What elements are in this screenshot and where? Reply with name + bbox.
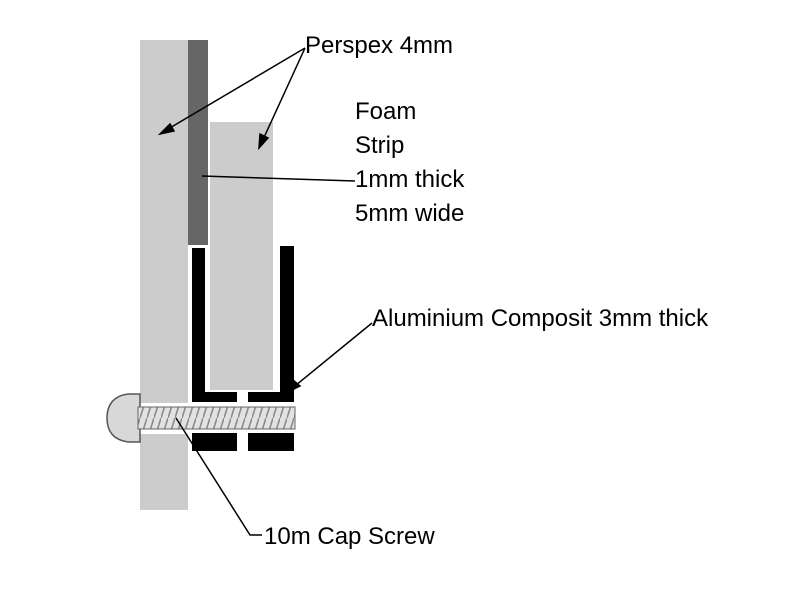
perspex-label: Perspex 4mm — [305, 32, 453, 59]
foam-label-line-3: 1mm thick — [355, 166, 465, 193]
foam-strip — [188, 40, 208, 245]
foam-label-line-4: 5mm wide — [355, 200, 464, 227]
foam-label-line-1: Foam — [355, 98, 416, 125]
perspex-leader-left — [162, 47, 306, 133]
channel-nut-right — [248, 433, 294, 451]
perspex-arrowhead-left — [157, 122, 176, 136]
perspex-panel-left-upper — [140, 40, 188, 403]
perspex-arrowhead-right — [258, 132, 270, 151]
perspex-panel-left-lower — [140, 434, 188, 510]
screw-head — [106, 393, 141, 443]
aluminium-leader — [289, 322, 373, 391]
channel-base-right — [248, 392, 294, 402]
channel-nut-left — [192, 433, 237, 451]
foam-label-line-2: Strip — [355, 132, 404, 159]
channel-base-left — [192, 392, 237, 402]
channel-right-wall — [280, 246, 294, 394]
aluminium-arrowhead — [286, 378, 302, 394]
aluminium-channel — [192, 246, 294, 451]
leader-lines — [157, 47, 373, 536]
screw-label: 10m Cap Screw — [264, 523, 435, 550]
foam-leader — [201, 175, 356, 182]
channel-left-wall — [192, 248, 205, 394]
screw-leader — [175, 417, 262, 536]
cap-screw — [106, 393, 296, 443]
screw-shank — [137, 406, 296, 430]
perspex-panel-right — [210, 122, 273, 390]
perspex-leader-right — [260, 47, 306, 145]
aluminium-label: Aluminium Composit 3mm thick — [372, 305, 709, 332]
